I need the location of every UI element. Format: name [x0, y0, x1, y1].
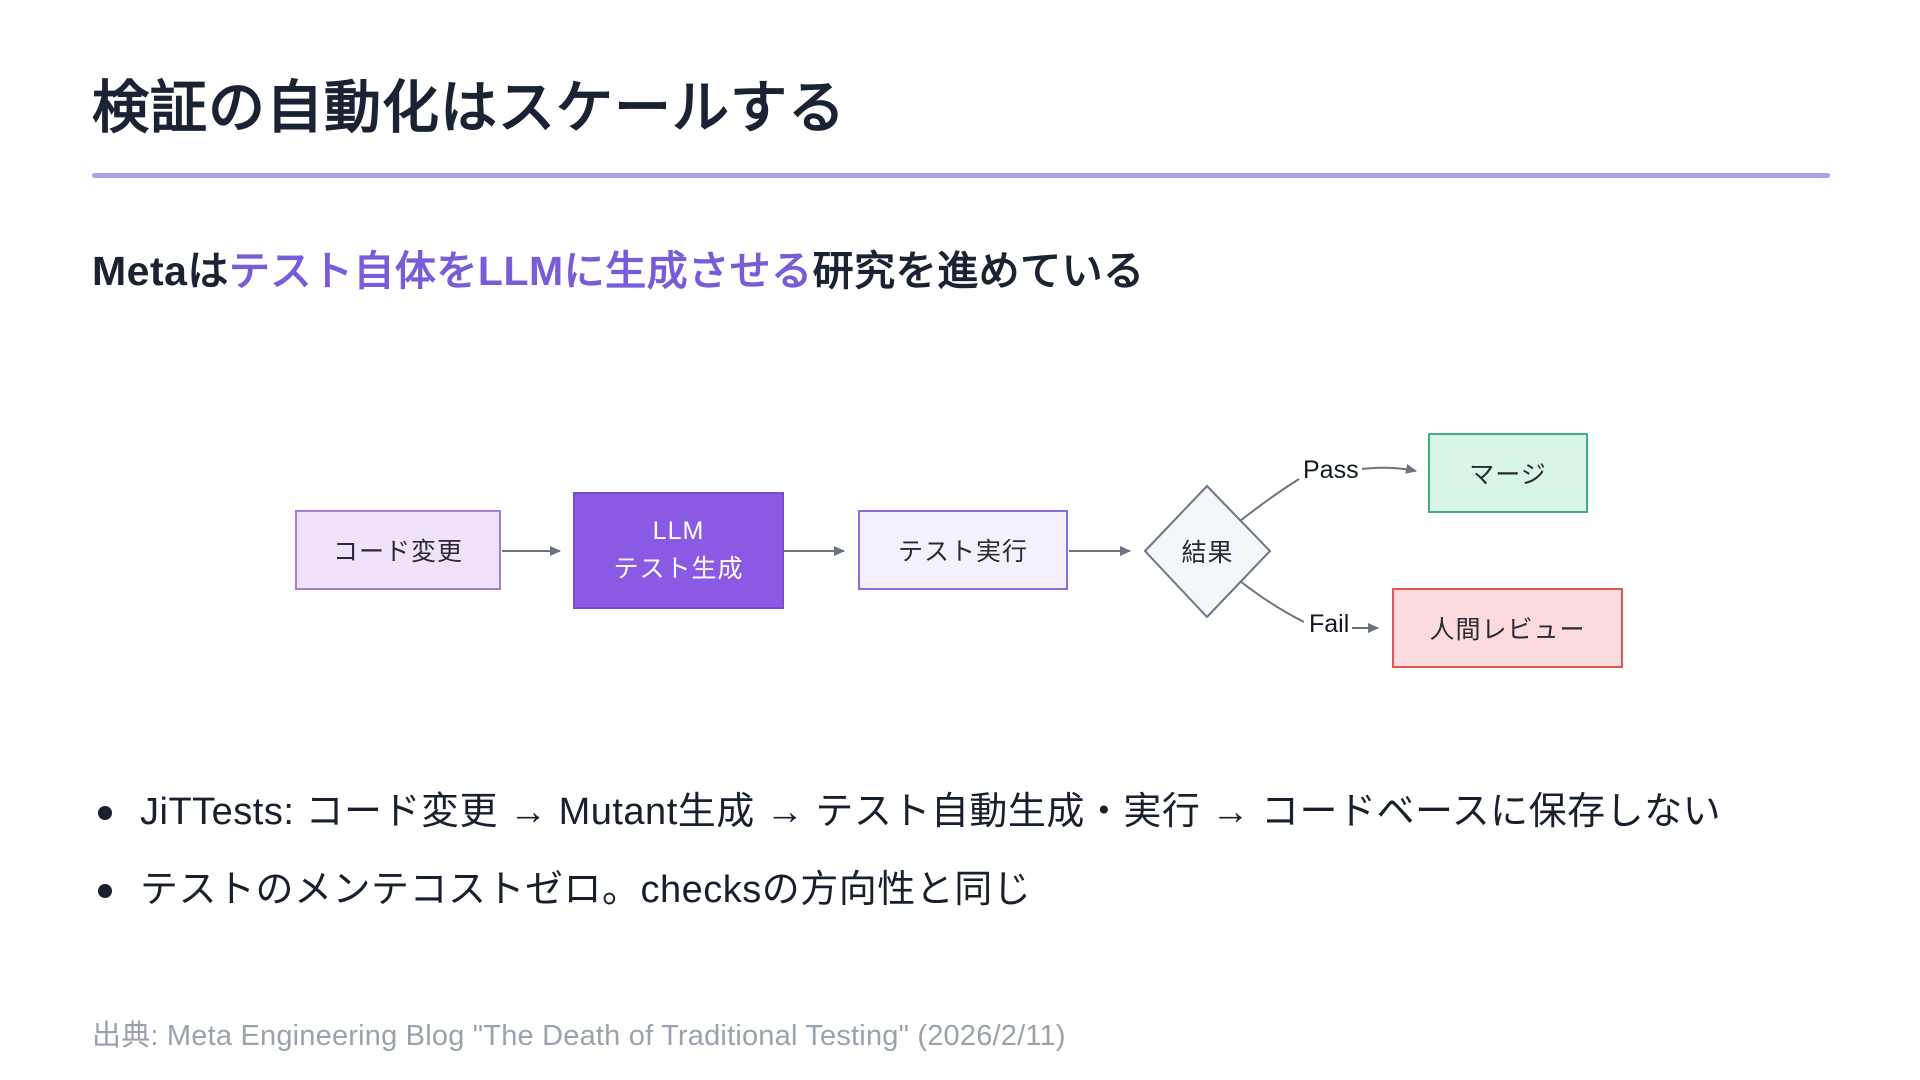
- list-item: JiTTests: コード変更 → Mutant生成 → テスト自動生成・実行 …: [92, 786, 1822, 840]
- node-test-run-label: テスト実行: [897, 538, 1028, 566]
- bullet-text: テストのメンテコストゼロ。checksの方向性と同じ: [140, 868, 1032, 911]
- node-code-change: コード変更: [295, 510, 501, 590]
- source-citation: 出典: Meta Engineering Blog "The Death of …: [92, 1020, 1066, 1052]
- subtitle-part-1: Metaは: [92, 248, 229, 294]
- node-merge-label: マージ: [1469, 461, 1547, 489]
- bullet-icon: [98, 883, 112, 898]
- subtitle-part-3: 研究を進めている: [812, 248, 1145, 294]
- title-underline: [92, 173, 1830, 178]
- node-llm-test-gen: LLM テスト生成: [573, 492, 784, 609]
- subtitle-highlight: テスト自体をLLMに生成させる: [228, 248, 813, 294]
- bullet-list: JiTTests: コード変更 → Mutant生成 → テスト自動生成・実行 …: [92, 786, 1822, 942]
- node-llm-line1: LLM: [652, 517, 705, 545]
- edge-label-fail: Fail: [1306, 610, 1353, 639]
- node-human-review: 人間レビュー: [1392, 588, 1623, 668]
- list-item: テストのメンテコストゼロ。checksの方向性と同じ: [92, 864, 1822, 918]
- page-title: 検証の自動化はスケールする: [92, 76, 846, 140]
- edge-label-pass: Pass: [1300, 456, 1362, 485]
- node-llm-line2: テスト生成: [613, 554, 744, 583]
- bullet-icon: [98, 806, 112, 820]
- node-test-run: テスト実行: [858, 510, 1068, 590]
- node-result: 結果: [1145, 534, 1270, 568]
- result-diamond-shape: [1143, 484, 1272, 619]
- bullet-text: JiTTests: コード変更 → Mutant生成 → テスト自動生成・実行 …: [140, 791, 1722, 833]
- node-code-change-label: コード変更: [332, 538, 463, 566]
- node-merge: マージ: [1428, 433, 1588, 513]
- node-result-label: 結果: [1181, 539, 1234, 567]
- node-human-review-label: 人間レビュー: [1429, 616, 1586, 644]
- subtitle: Metaはテスト自体をLLMに生成させる研究を進めている: [92, 237, 1145, 297]
